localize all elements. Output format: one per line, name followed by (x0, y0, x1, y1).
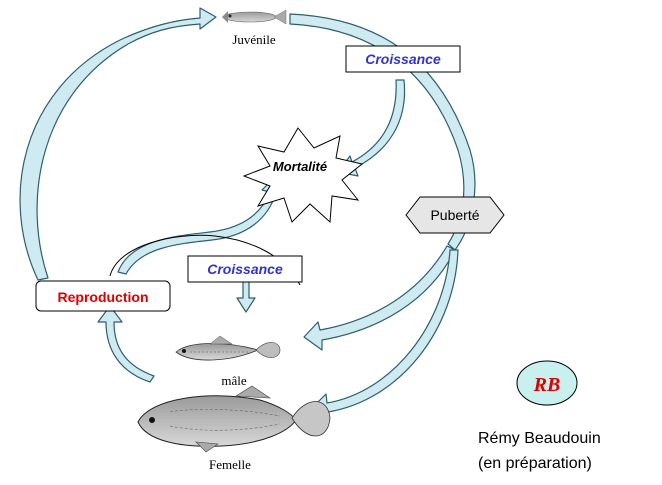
reproduction-label: Reproduction (58, 289, 149, 305)
credit-status: (en préparation) (478, 455, 592, 472)
arrow-puberte-to-male (303, 245, 456, 351)
arrow-croissance-to-male (236, 279, 256, 313)
arrow-femelle-to-reproduction (97, 305, 155, 383)
femelle-fish-icon (137, 385, 331, 453)
rb-badge-initials: RB (533, 374, 561, 396)
arrow-puberte-to-femelle (311, 249, 459, 423)
cycle-arrows (19, 7, 476, 423)
credit-author: Rémy Beaudouin (478, 430, 601, 447)
croissance-top-label: Croissance (365, 51, 441, 67)
arrow-reproduction-to-juvenile (19, 7, 217, 281)
puberte-hexagon (405, 196, 505, 234)
croissance-top-box (345, 45, 461, 73)
croissance-mid-label: Croissance (207, 261, 283, 277)
reproduction-box (35, 280, 171, 312)
mortalite-starburst (242, 127, 364, 224)
juvenile-fish-icon (222, 9, 287, 25)
male-fish-icon (175, 335, 281, 361)
croissance-mid-box (187, 255, 303, 283)
male-label: mâle (221, 373, 246, 388)
rb-badge (516, 360, 578, 406)
femelle-label: Femelle (209, 457, 251, 472)
juvenile-label: Juvénile (232, 32, 276, 47)
puberte-label: Puberté (430, 207, 479, 223)
mortalite-label: Mortalité (273, 159, 327, 174)
